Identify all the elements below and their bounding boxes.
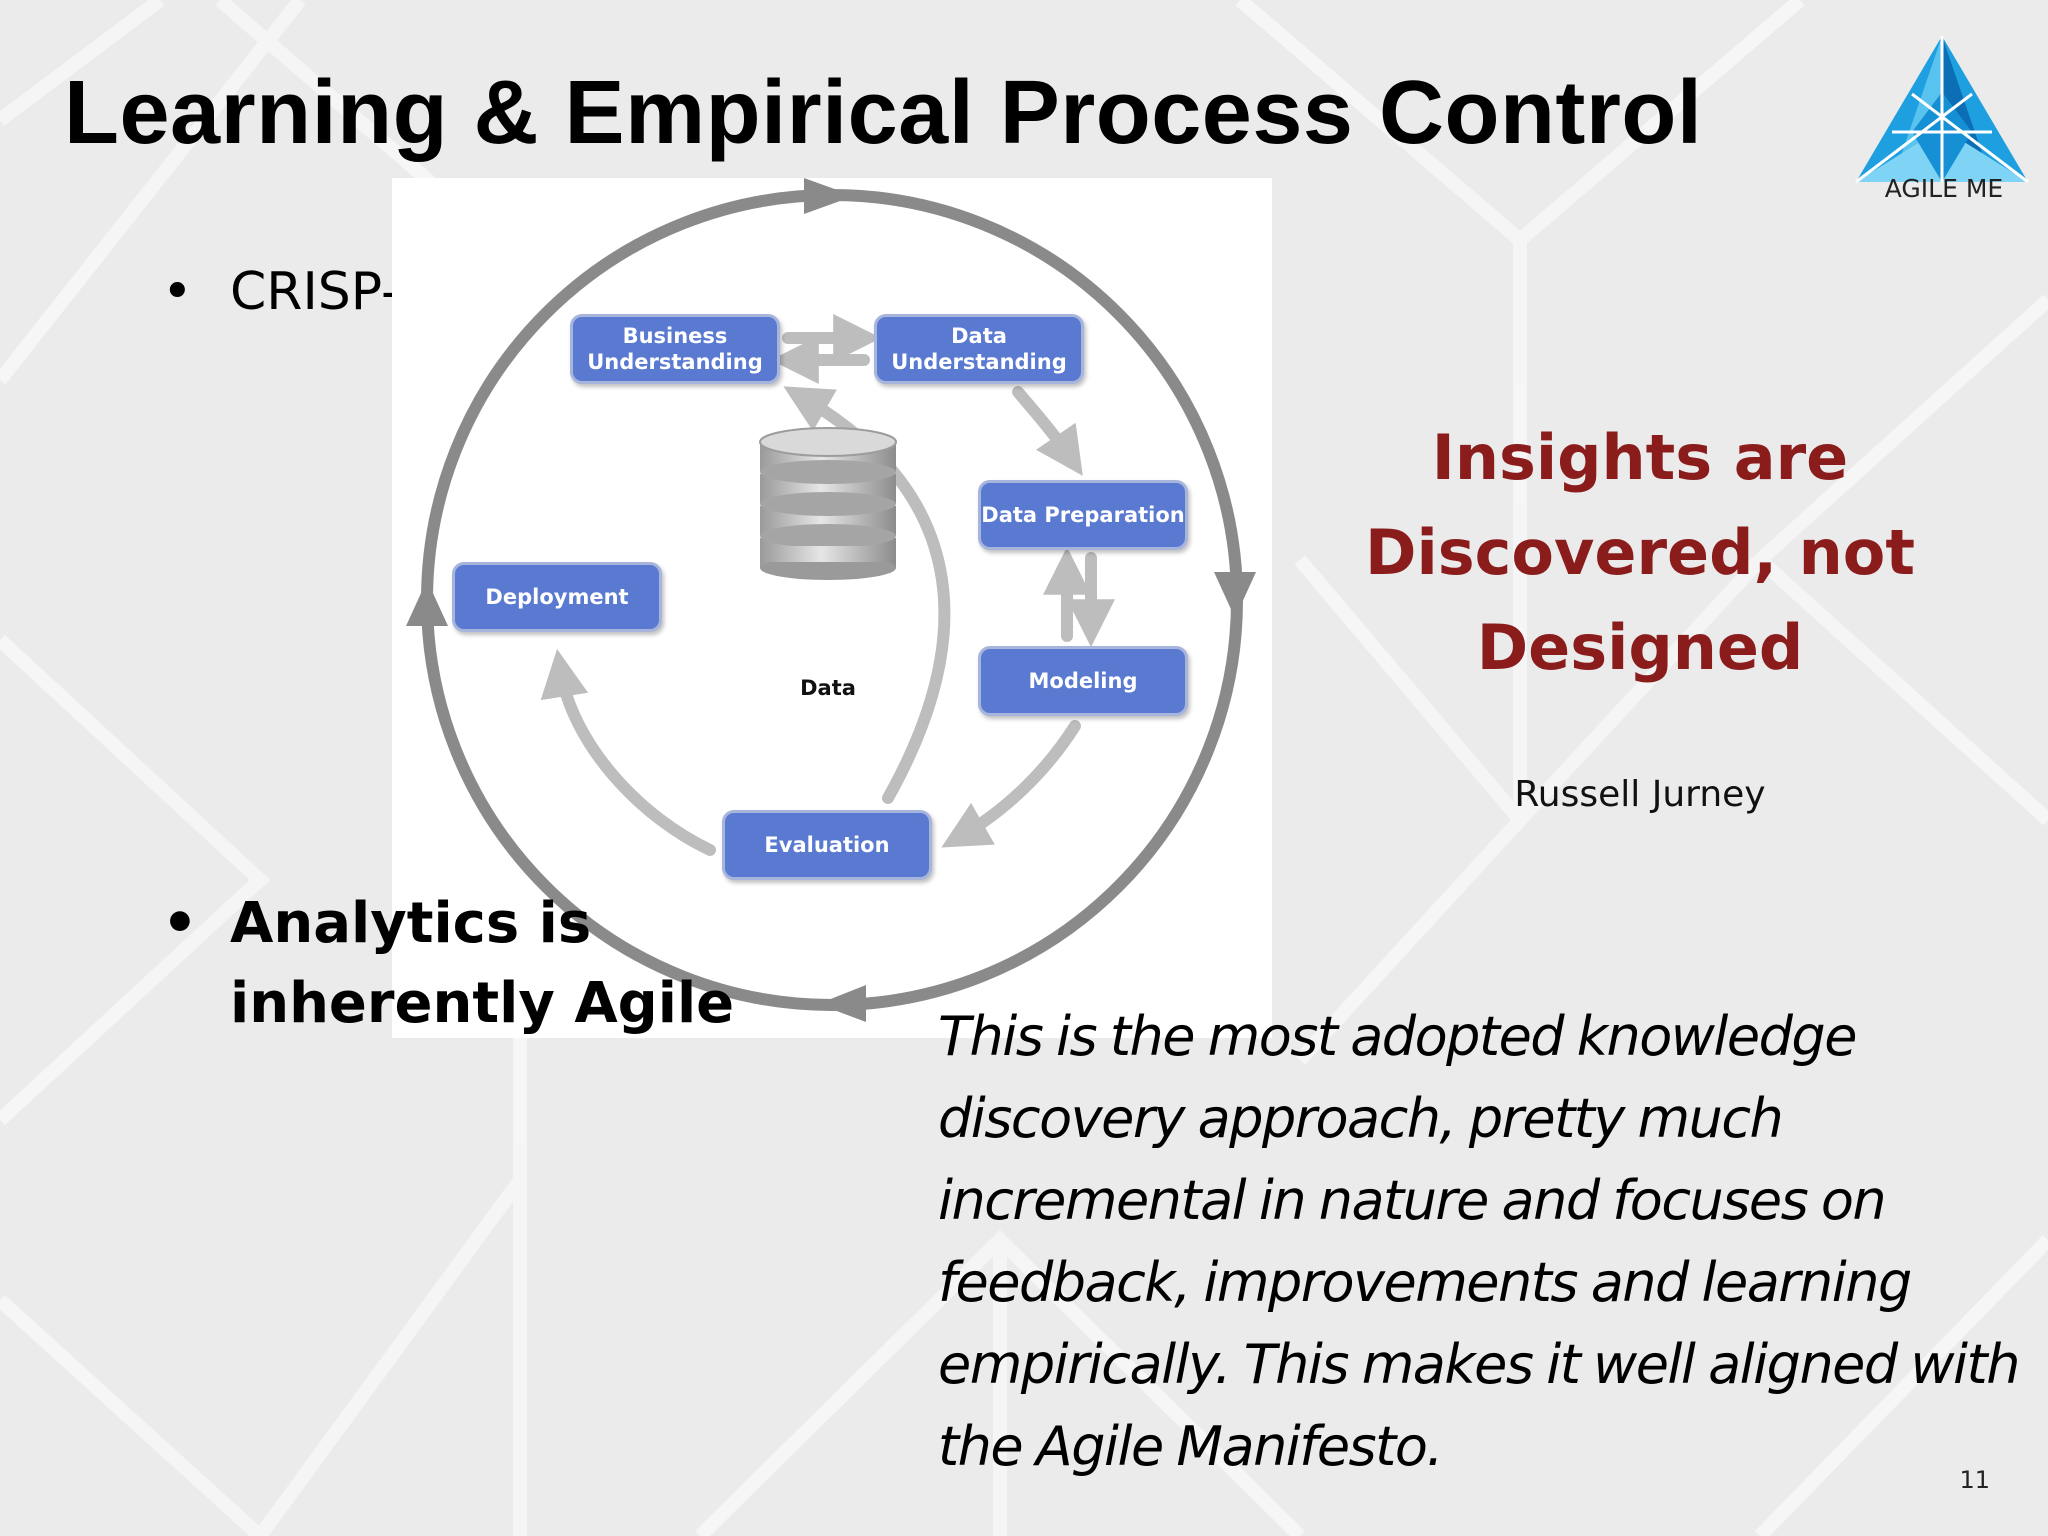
phase-business-understanding: Business Understanding [570,314,780,384]
bullet-dot: • [162,891,198,956]
arrow-du-to-prep [1012,386,1083,476]
center-data-label: Data [800,676,856,700]
phase-label: Deployment [485,585,629,609]
phase-label: Data Understanding [891,324,1067,374]
phase-data-preparation: Data Preparation [978,480,1188,550]
slide-number: 11 [1959,1466,1990,1494]
description-text: This is the most adopted knowledge disco… [938,1005,2020,1478]
cycle-arrow-left [406,580,448,626]
logo-text: AGILE ME [1884,174,2004,203]
phase-label: Data Preparation [981,503,1185,527]
cycle-arrow-right [1214,572,1256,618]
quote-author: Russell Jurney [1514,774,1766,815]
phase-label: Modeling [1028,669,1138,693]
agile-me-logo [1855,36,2029,184]
bullet-dot: • [162,262,193,322]
slide-title: Learning & Empirical Process Control [64,63,1703,163]
phase-label: Business Understanding [587,324,763,374]
cycle-arrow-bottom [818,985,866,1022]
crisp-dm-diagram [406,178,1256,1022]
data-cylinders-icon [759,427,897,580]
phase-modeling: Modeling [978,646,1188,716]
arrow-eval-to-deploy [540,649,716,856]
phase-label: Evaluation [764,833,890,857]
phase-evaluation: Evaluation [722,810,932,880]
bullet-text: Analytics is inherently Agile [230,891,735,1036]
cycle-arrow-top [804,178,854,214]
insights-quote: Insights are Discovered, not Designed [1365,421,1915,684]
phase-data-understanding: Data Understanding [874,314,1084,384]
phase-deployment: Deployment [452,562,662,632]
arrow-model-to-eval [941,720,1081,848]
